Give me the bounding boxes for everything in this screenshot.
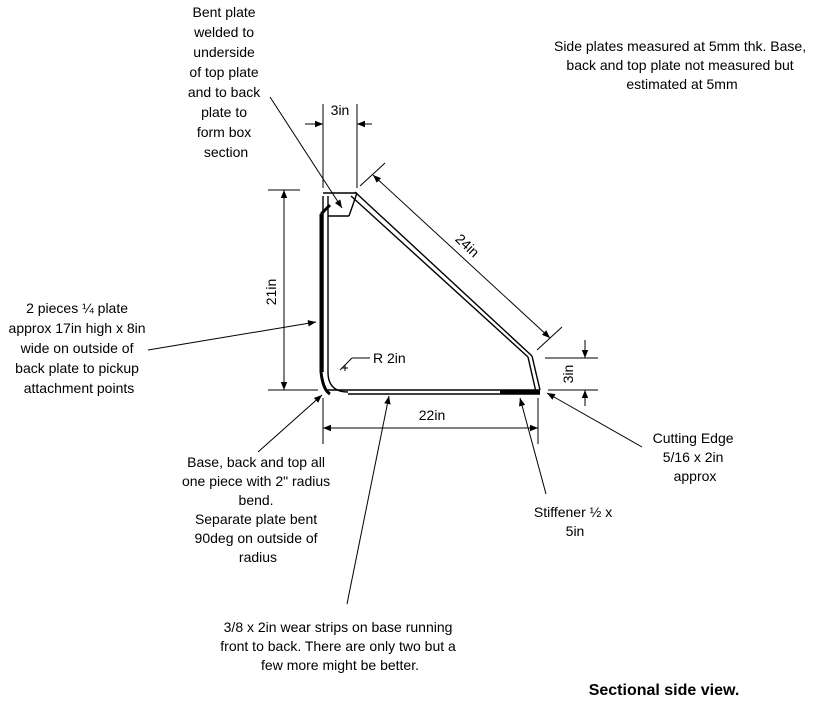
note-wear-strips: 3/8 x 2in wear strips on base running fr…	[220, 619, 459, 673]
leader-base-back-top	[257, 394, 323, 453]
dimension-radius-label: R 2in	[373, 350, 406, 366]
dimension-lip-height-label: 3in	[560, 365, 576, 384]
note-thickness: Side plates measured at 5mm thk. Base, b…	[554, 38, 810, 92]
figure-caption: Sectional side view.	[589, 682, 740, 699]
dimension-radius: R 2in	[339, 350, 406, 371]
leader-stiffener	[519, 397, 547, 495]
note-stiffener: Stiffener ½ x 5in	[534, 504, 616, 539]
note-bent-plate: Bent plate welded to underside of top pl…	[188, 4, 264, 160]
leader-arrows	[147, 96, 643, 605]
note-base-back-top: Base, back and top all one piece with 2"…	[182, 454, 334, 565]
dimension-height: 21in	[263, 189, 318, 391]
bucket-section-outline	[319, 191, 541, 396]
dimension-lip-height: 3in	[545, 340, 598, 406]
leader-cutting-edge	[546, 392, 643, 448]
dimension-diagonal: 24in	[359, 162, 563, 351]
dimension-top-width-label: 3in	[331, 102, 350, 118]
dimension-base: 22in	[322, 398, 539, 444]
dimension-top-width: 3in	[305, 102, 372, 188]
leader-wear-strips	[346, 395, 391, 605]
leader-bent-plate	[269, 96, 343, 209]
dimension-base-label: 22in	[419, 407, 445, 423]
leader-side-pieces	[147, 320, 317, 351]
dimension-height-label: 21in	[263, 279, 279, 305]
note-side-pieces: 2 pieces ¼ plate approx 17in high x 8in …	[9, 300, 150, 396]
note-cutting-edge: Cutting Edge 5/16 x 2in approx	[653, 430, 738, 484]
dimension-diagonal-label: 24in	[452, 230, 482, 260]
